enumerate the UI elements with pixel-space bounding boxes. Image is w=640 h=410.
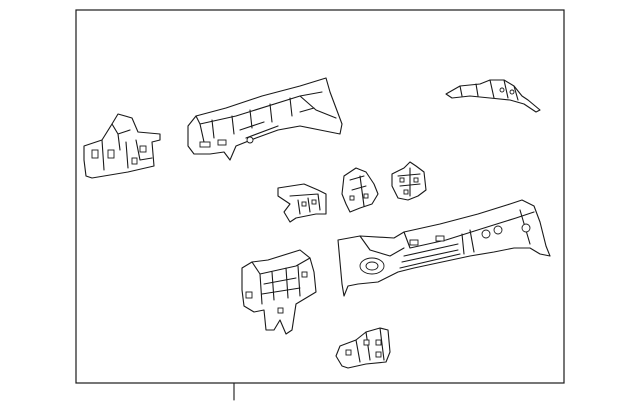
part-main-side-member[interactable] <box>337 199 551 297</box>
part-left-bracket[interactable] <box>83 113 161 179</box>
part-small-bracket-c[interactable] <box>391 161 427 201</box>
part-small-bracket-a[interactable] <box>277 183 327 223</box>
part-lower-bracket-assembly[interactable] <box>241 249 317 335</box>
part-bottom-plate[interactable] <box>335 327 391 369</box>
part-upper-rail[interactable] <box>187 77 343 161</box>
part-top-right-reinforcement[interactable] <box>445 79 541 113</box>
part-small-bracket-b[interactable] <box>341 167 379 213</box>
